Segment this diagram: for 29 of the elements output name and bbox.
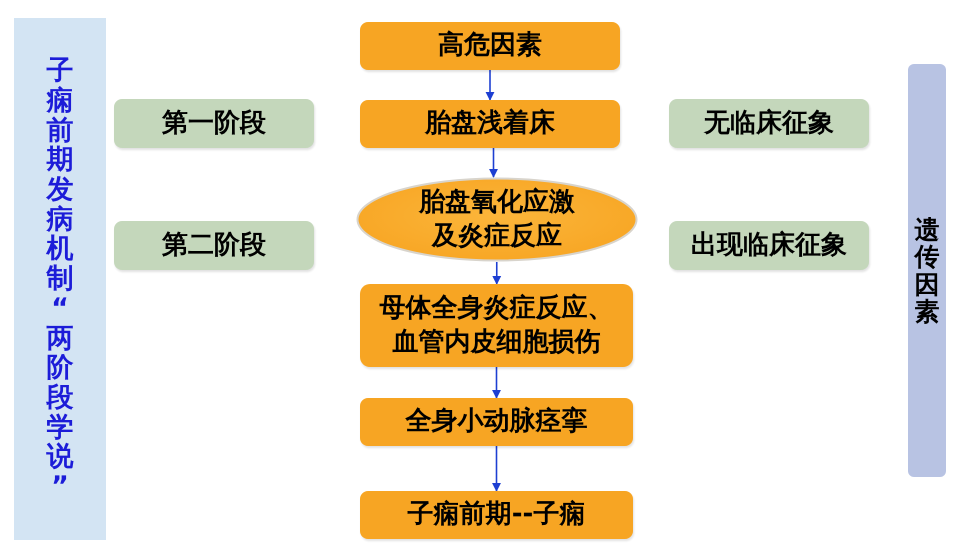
node-label: 遗传因素: [914, 216, 940, 326]
node-label: 第二阶段: [162, 228, 266, 262]
arrow: [492, 446, 501, 492]
stage-box: [114, 221, 314, 270]
node-label: 子痫前期发病机制“两阶段学说”: [46, 56, 74, 502]
arrow: [486, 70, 494, 101]
arrow: [492, 262, 502, 285]
process-box: [360, 22, 620, 70]
arrow: [492, 367, 501, 399]
node-label: 无临床征象: [704, 106, 834, 140]
node-label: 母体全身炎症反应、血管内皮细胞损伤: [378, 292, 614, 358]
node-label: 全身小动脉痉挛: [406, 405, 588, 438]
process-box: [360, 100, 620, 148]
arrow: [489, 148, 498, 178]
node-label: 子痫前期--子痫: [408, 498, 586, 532]
process-box: [360, 398, 633, 446]
status-box: [669, 221, 869, 270]
process-box: [360, 284, 633, 367]
node-label: 出现临床征象: [691, 228, 847, 262]
status-box: [669, 99, 869, 148]
node-label: 胎盘浅着床: [425, 107, 555, 140]
node-label: 第一阶段: [162, 106, 266, 140]
process-ellipse: [356, 177, 638, 262]
side-panel: [14, 18, 106, 540]
node-label: 高危因素: [438, 29, 542, 62]
side-panel: [908, 64, 946, 477]
stage-box: [114, 99, 314, 148]
node-label: 胎盘氧化应激及炎症反应: [418, 186, 576, 252]
process-box: [360, 491, 633, 539]
